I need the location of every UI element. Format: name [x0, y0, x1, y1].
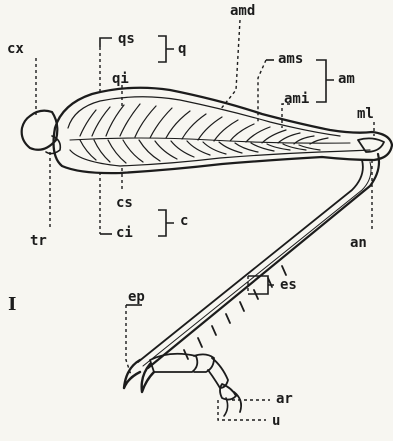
- label-qi: qi: [112, 72, 129, 86]
- coxa-outline: [22, 111, 58, 150]
- label-es: es: [280, 278, 297, 292]
- bracket-q: [158, 36, 174, 62]
- label-cs: cs: [116, 196, 133, 210]
- tarsus-1: [150, 354, 197, 372]
- bracket-c: [158, 210, 174, 236]
- tibia-mid: [143, 162, 371, 366]
- label-amd: amd: [230, 4, 255, 18]
- label-ep: ep: [128, 290, 145, 304]
- label-ams: ams: [278, 52, 303, 66]
- label-c: c: [180, 214, 188, 228]
- label-tr: tr: [30, 234, 47, 248]
- label-u: u: [272, 414, 280, 428]
- leader-ami: [282, 104, 290, 128]
- apical-spur-1: [124, 360, 140, 388]
- claw-2: [224, 398, 228, 416]
- label-ml: ml: [357, 107, 374, 121]
- label-cx: cx: [7, 42, 24, 56]
- leader-u: [218, 400, 266, 420]
- tibia-inner: [138, 160, 363, 362]
- label-ci: ci: [116, 226, 133, 240]
- femur-midline: [70, 138, 350, 143]
- label-q: q: [178, 42, 186, 56]
- leader-amd: [220, 20, 240, 110]
- label-an: an: [350, 236, 367, 250]
- bracket-qs: [100, 38, 112, 47]
- label-ar: ar: [276, 392, 293, 406]
- label-am: am: [338, 72, 355, 86]
- label-qs: qs: [118, 32, 135, 46]
- label-ami: ami: [284, 92, 309, 106]
- tarsus-3: [208, 358, 228, 388]
- bracket-am: [316, 60, 334, 102]
- figure-numeral: I: [8, 296, 16, 314]
